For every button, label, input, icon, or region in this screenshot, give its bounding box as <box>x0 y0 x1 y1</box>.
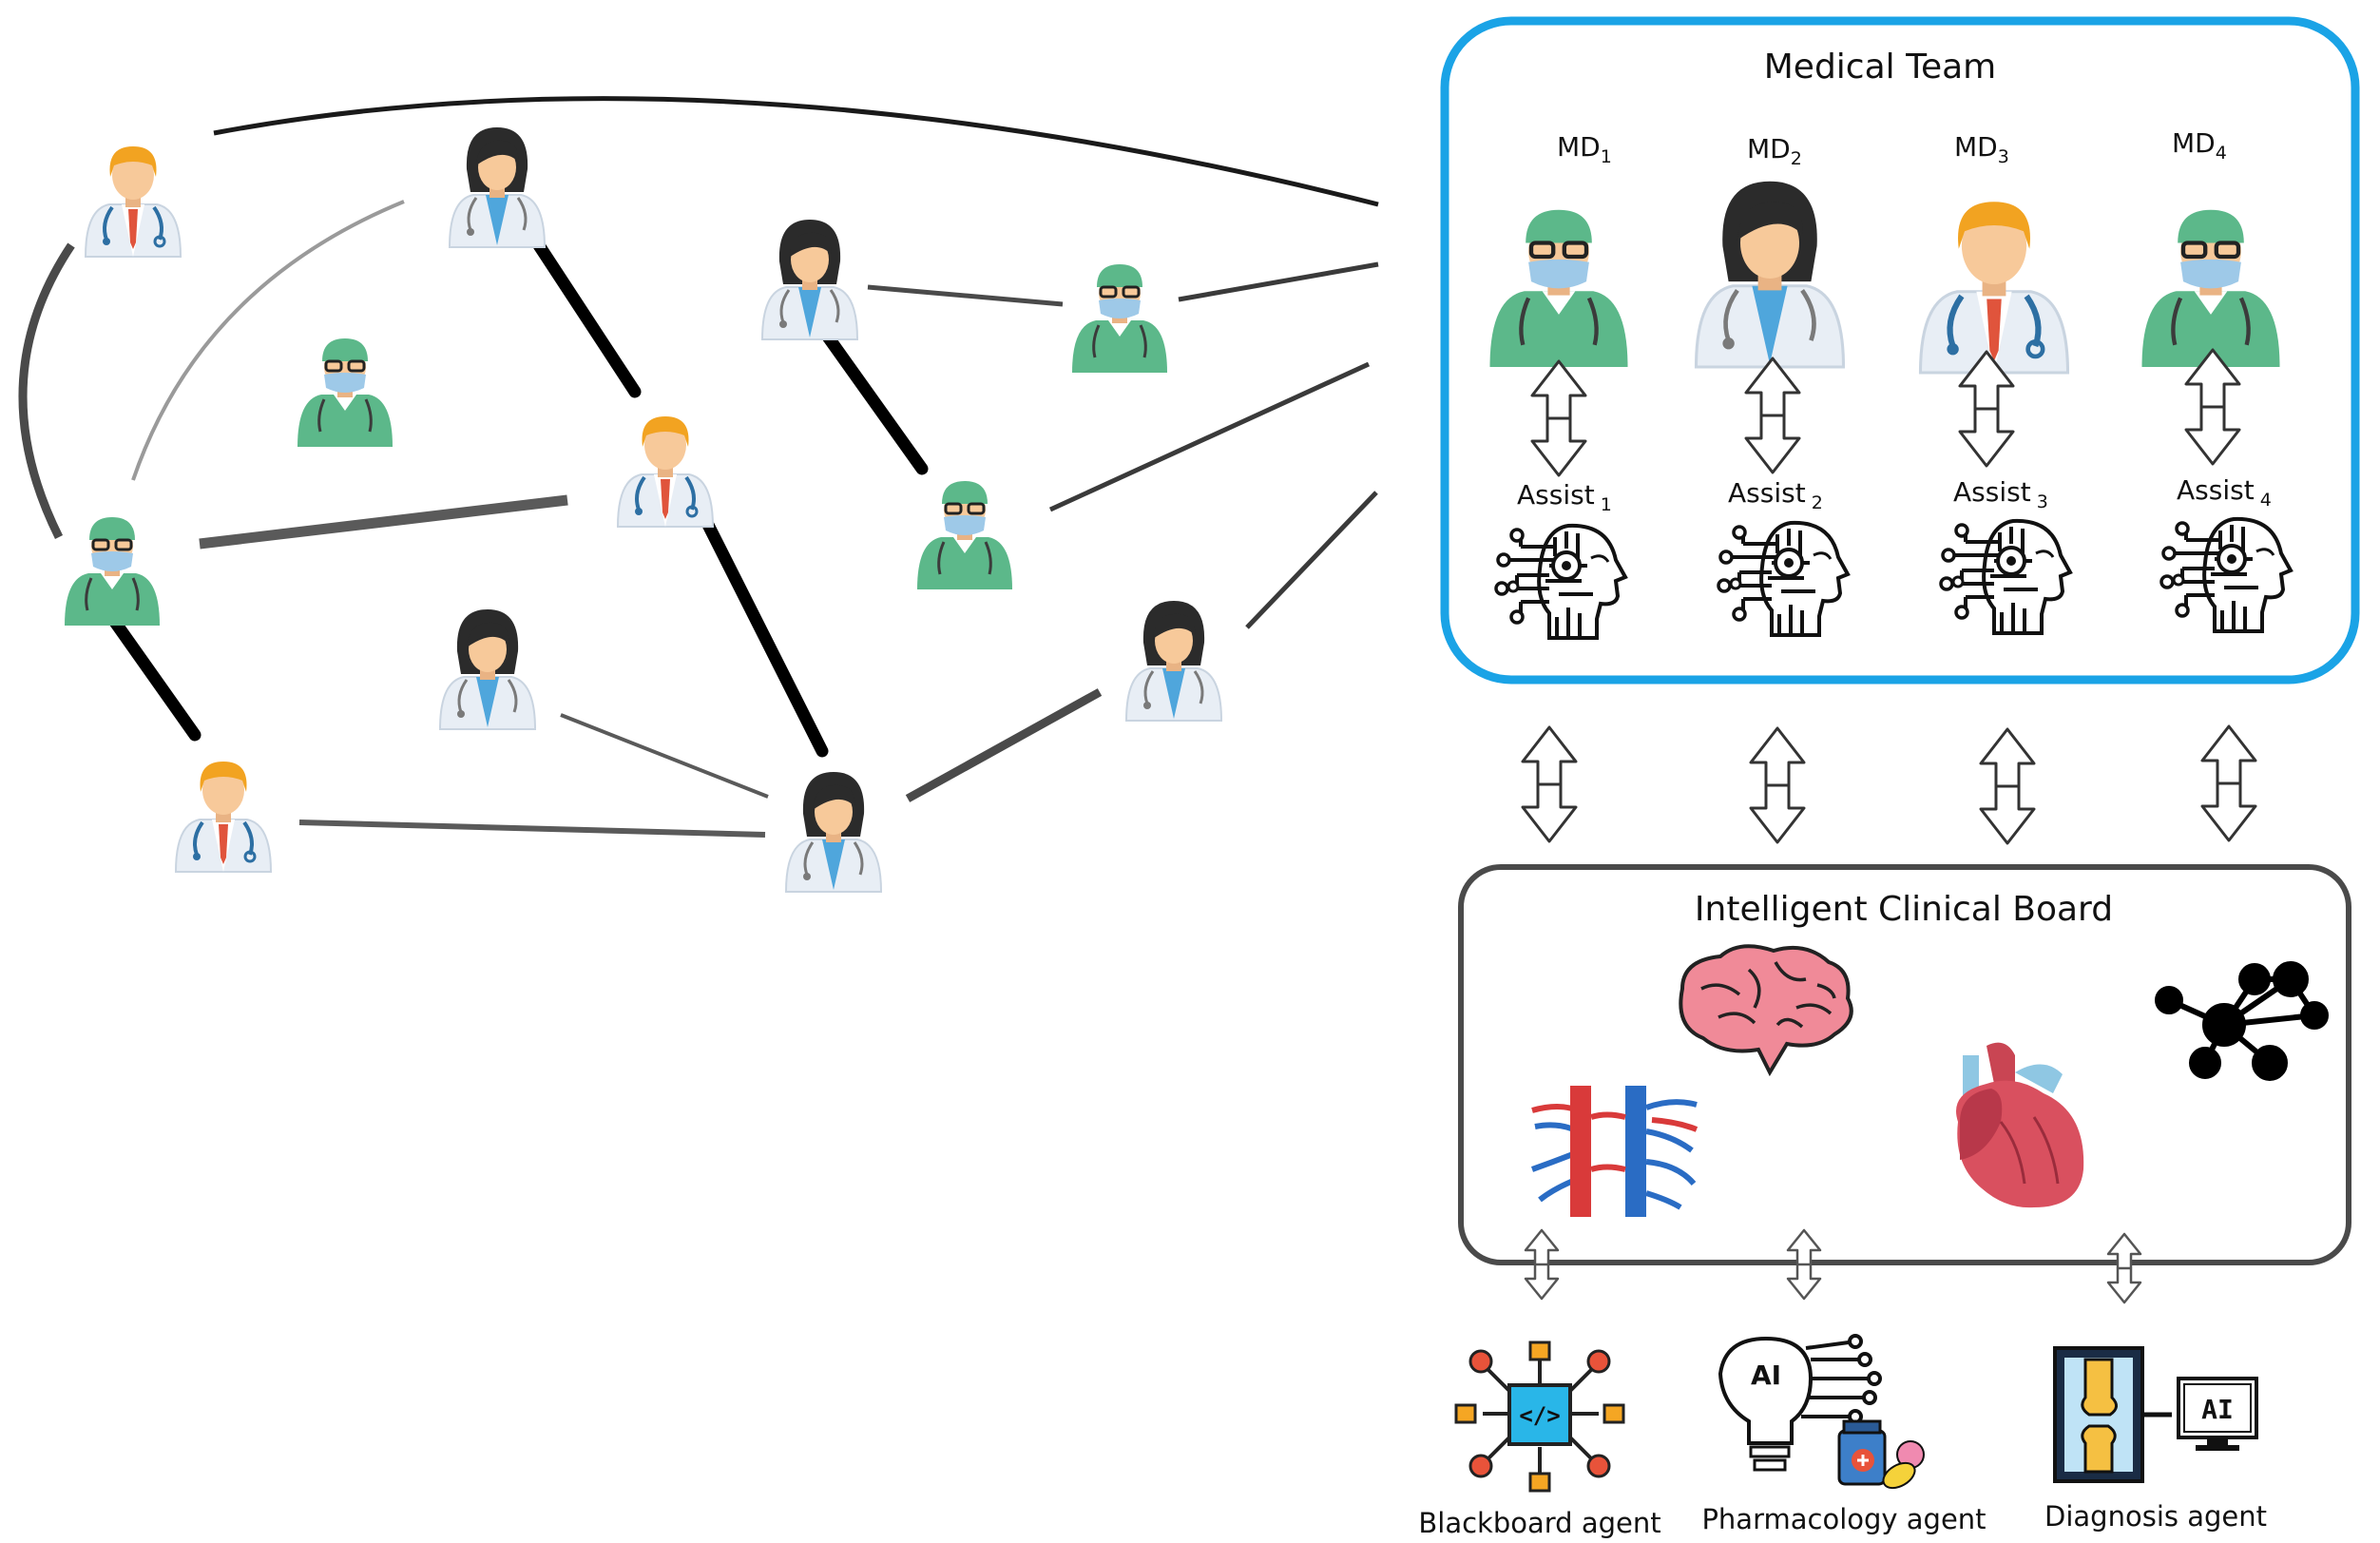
network-edge <box>867 284 1064 307</box>
pharmacology-agent-label: Pharmacology agent <box>1701 1503 1986 1535</box>
md-label-1: MD1 <box>1557 131 1612 167</box>
blackboard-agent-label: Blackboard agent <box>1418 1507 1660 1539</box>
network-edge <box>131 200 405 481</box>
team-board-double-arrow-icon <box>2200 724 2257 842</box>
clinical-board-title: Intelligent Clinical Board <box>1695 890 2113 929</box>
network-edge <box>106 611 202 742</box>
network-edge <box>560 713 769 799</box>
network-edge <box>701 518 829 758</box>
node-surgeon-icon <box>915 479 1014 591</box>
blackboard-agent-icon: </> <box>1454 1340 1625 1493</box>
diagnosis-ai-text: AI <box>2201 1394 2234 1425</box>
network-graph-icon <box>2155 961 2329 1081</box>
network-edge <box>1245 491 1378 629</box>
node-surgeon-icon <box>1070 262 1169 375</box>
network-edge <box>905 688 1103 802</box>
medical-team-border <box>1440 16 2360 685</box>
network-edges <box>18 96 1379 838</box>
network-edge <box>18 242 75 540</box>
pharmacology-agent-icon: AI <box>1718 1334 1925 1490</box>
network-edge <box>818 326 929 475</box>
network-edge <box>1048 361 1371 512</box>
network-edge <box>532 239 642 398</box>
diagnosis-agent-icon: AI <box>2053 1346 2258 1483</box>
brain-icon <box>1679 944 1853 1077</box>
team-board-arrows <box>1521 724 2257 845</box>
md-label-2: MD2 <box>1747 133 1802 169</box>
network-edge <box>298 820 766 838</box>
medical-team-title: Medical Team <box>1764 48 1997 87</box>
team-board-double-arrow-icon <box>1749 726 1806 844</box>
node-male-doctor-icon <box>84 145 182 259</box>
blood-vessels-icon <box>1530 1086 1699 1217</box>
md-label-4: MD4 <box>2172 127 2227 164</box>
node-female-doctor-icon <box>448 125 547 249</box>
clinical-board-border <box>1458 864 2351 1265</box>
network-nodes <box>63 125 1223 894</box>
network-edge <box>199 494 568 550</box>
diagnosis-agent-label: Diagnosis agent <box>2044 1500 2267 1533</box>
svg-text:</>: </> <box>1519 1402 1560 1429</box>
network-edge <box>213 96 1379 207</box>
node-female-doctor-icon <box>760 218 859 341</box>
node-female-doctor-icon <box>784 770 883 894</box>
node-surgeon-icon <box>296 337 394 449</box>
md-label-3: MD3 <box>1954 131 2009 167</box>
node-female-doctor-icon <box>1124 599 1223 723</box>
pharmacology-ai-text: AI <box>1751 1360 1781 1391</box>
node-male-doctor-icon <box>174 760 273 874</box>
network-edge <box>1178 261 1379 302</box>
team-board-double-arrow-icon <box>1979 727 2036 845</box>
node-female-doctor-icon <box>438 608 537 731</box>
team-board-double-arrow-icon <box>1521 725 1578 843</box>
node-surgeon-icon <box>63 515 162 627</box>
agents-row: </> Blackboard agent AI <box>1418 1334 2267 1539</box>
clinical-board-panel: Intelligent Clinical Board <box>1458 864 2351 1265</box>
node-male-doctor-icon <box>616 415 715 529</box>
heart-icon <box>1956 1042 2084 1208</box>
